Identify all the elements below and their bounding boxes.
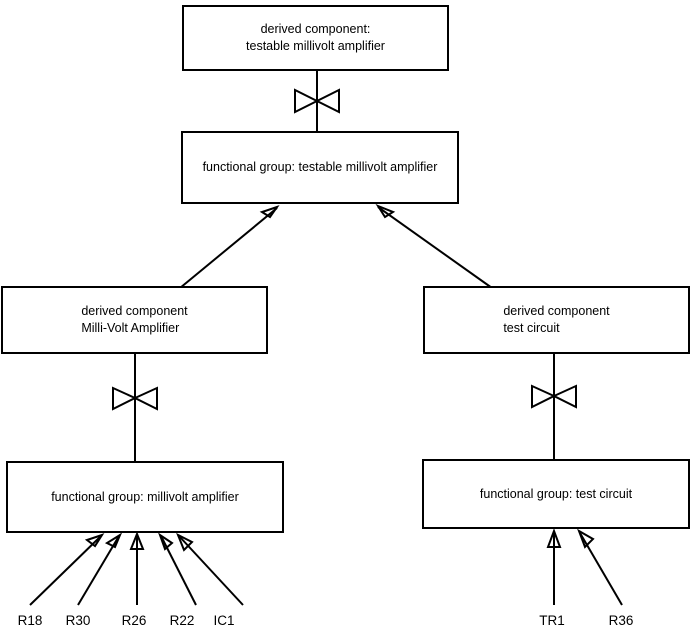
arrowhead-icon	[259, 205, 280, 219]
bowtie-icon-top	[294, 88, 340, 114]
leaf-label-tr1: TR1	[539, 613, 565, 628]
bowtie-icon-right	[531, 384, 577, 409]
node-label-line2: Milli-Volt Amplifier	[81, 321, 180, 335]
node-functional-group-millivolt-amplifier[interactable]: functional group: millivolt amplifier	[6, 461, 284, 533]
node-label-line2: testable millivolt amplifier	[246, 39, 385, 53]
node-functional-group-test-circuit[interactable]: functional group: test circuit	[422, 459, 690, 529]
arrowhead-icon	[375, 203, 396, 219]
arrowhead-icon	[546, 528, 562, 548]
connector-mv-to-fg-top	[179, 205, 280, 289]
arrowhead-icon	[84, 533, 105, 548]
node-label: functional group: test circuit	[480, 486, 632, 503]
leaf-label-r36: R36	[608, 613, 634, 628]
connector-derivation-right	[531, 354, 577, 459]
bowtie-icon-left	[112, 386, 158, 411]
connector-tr1-to-fg-test	[546, 528, 562, 605]
leaf-label-r22: R22	[169, 613, 195, 628]
leaf-label-ic1: IC1	[213, 613, 235, 628]
node-label-line1: derived component	[503, 304, 610, 318]
node-label: functional group: testable millivolt amp…	[203, 159, 438, 176]
node-label: functional group: millivolt amplifier	[51, 489, 239, 506]
arrowhead-icon	[577, 528, 595, 549]
connector-r26-to-fg-mv	[129, 531, 145, 605]
connector-test-to-fg-top	[375, 203, 493, 289]
arrowhead-icon	[129, 531, 145, 550]
leaf-label-r18: R18	[17, 613, 43, 628]
connector-r30-to-fg-mv	[77, 532, 123, 606]
node-functional-group-testable-millivolt-amplifier[interactable]: functional group: testable millivolt amp…	[181, 131, 459, 204]
node-label-line1: derived component	[81, 304, 188, 318]
leaf-label-r30: R30	[65, 613, 91, 628]
node-label: derived component: testable millivolt amp…	[246, 21, 385, 55]
connector-derivation-top	[294, 71, 340, 131]
leaf-label-r26: R26	[121, 613, 147, 628]
arrowhead-icon	[158, 532, 174, 551]
connector-ic1-to-fg-mv	[176, 532, 244, 606]
node-derived-component-testable-millivolt-amplifier[interactable]: derived component: testable millivolt amp…	[182, 5, 449, 71]
node-label-line1: functional group: test circuit	[479, 486, 633, 501]
node-label: derived component test circuit	[503, 303, 609, 337]
arrowhead-icon	[176, 532, 194, 552]
node-label-line1: functional group: millivolt amplifier	[51, 489, 239, 504]
node-label-line1: derived component:	[260, 22, 371, 36]
connector-r36-to-fg-test	[577, 528, 623, 606]
connector-derivation-left	[112, 354, 158, 461]
connector-r18-to-fg-mv	[29, 533, 105, 606]
node-derived-component-test-circuit[interactable]: derived component test circuit	[423, 286, 690, 354]
connector-r22-to-fg-mv	[158, 532, 197, 606]
arrowhead-icon	[104, 532, 123, 549]
node-label-line2: test circuit	[503, 321, 560, 335]
node-label-line1: functional group: testable millivolt amp…	[202, 160, 438, 174]
